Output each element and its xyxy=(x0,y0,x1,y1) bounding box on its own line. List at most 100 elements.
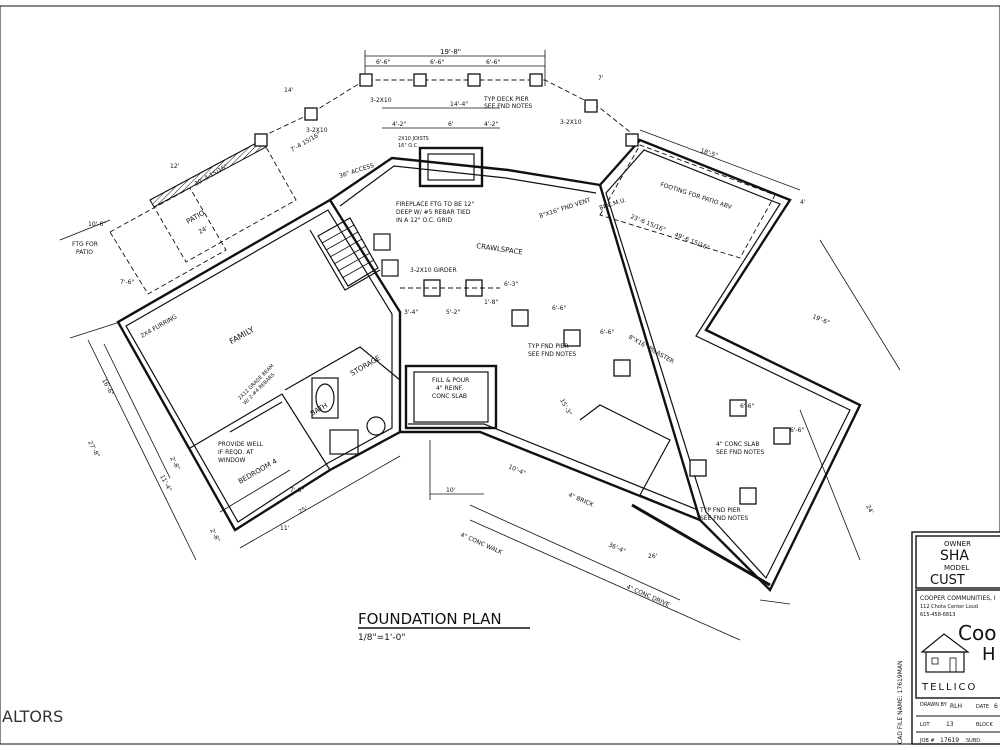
tb-company: COOPER COMMUNITIES, I xyxy=(920,595,996,602)
girder-label: 3-2X10 GIRDER xyxy=(410,267,457,274)
tzx10-label-a: 3-2X10 xyxy=(370,97,392,104)
tb-job: 17619 xyxy=(940,737,959,744)
dim-l11: 2'-8" xyxy=(168,456,181,472)
dimension-lines xyxy=(59,107,901,641)
dim-c9: 10'-4" xyxy=(507,463,527,477)
family-label: FAMILY xyxy=(228,325,256,346)
dim-l4: 12' xyxy=(170,163,180,170)
dim-l5: 10'-6" xyxy=(88,221,106,228)
tb-date: 6 xyxy=(994,703,998,710)
dim-top-a: 6'-6" xyxy=(376,59,390,66)
dim-r8: 7' xyxy=(598,75,604,82)
dim-l10: 11'-4" xyxy=(158,474,173,493)
dim-r4: 19'-6" xyxy=(811,313,831,326)
dim-top-b: 6'-6" xyxy=(430,59,444,66)
foundation-piers xyxy=(423,279,791,505)
watermark-text: ALTORS xyxy=(2,707,63,726)
dim-r2: 23'-6 15/16" xyxy=(629,213,666,234)
fill-pour-note: FILL & POUR 4" REINF. CONC SLAB xyxy=(432,377,471,400)
dim-l7: 7'-6" xyxy=(120,279,134,286)
dim-top: 19'-8" xyxy=(440,48,461,56)
room-labels: FAMILY CRAWLSPACE STORAGE BATH BEDROOM 4… xyxy=(140,97,734,609)
bath-fixtures xyxy=(311,377,386,455)
access-label: 36" ACCESS xyxy=(338,162,375,180)
title-block: OWNER SHA MODEL CUST COOPER COMMUNITIES,… xyxy=(911,531,1000,745)
plan-title-block: FOUNDATION PLAN 1/8"=1'-0" xyxy=(358,610,530,643)
tzx10-label-c: 3-2X10 xyxy=(306,127,328,134)
dim-c5: 6'-6" xyxy=(552,305,566,312)
ftg-patio-note: FTG FOR PATIO xyxy=(72,241,100,256)
crawlspace-label: CRAWLSPACE xyxy=(476,242,524,256)
cad-file-note: CAD FILE NAME: 17619MAN xyxy=(897,661,904,744)
plan-scale: 1/8"=1'-0" xyxy=(358,633,405,643)
dim-r7: 24' xyxy=(864,504,875,516)
tb-logo-text: Coo xyxy=(958,621,996,645)
dim-l15: 11' xyxy=(280,525,290,532)
tb-drawn-label: DRAWN BY xyxy=(920,702,948,708)
dim-l14: 25' xyxy=(298,505,310,516)
plan-title: FOUNDATION PLAN xyxy=(358,610,502,628)
dim-l1: 14' xyxy=(284,87,294,94)
tb-subd-label: SUBD. xyxy=(966,738,982,744)
house-logo-icon xyxy=(920,633,970,673)
typ-deck-pier-note: TYP DECK PIER SEE FND NOTES xyxy=(483,96,532,110)
tb-owner: SHA xyxy=(940,548,969,564)
typ-fnd-pier-note: TYP FND PIER SEE FND NOTES xyxy=(527,343,576,358)
dim-c4: 6'-3" xyxy=(504,281,518,288)
dim-fp-d: 14'-4" xyxy=(450,101,468,108)
dim-l6: 24' xyxy=(198,225,210,236)
dim-r1: 18'-5" xyxy=(699,147,719,159)
right-wing-walls xyxy=(579,138,862,593)
grade-beam-note: 2X12 GRADE BEAM W/ 2-#4 REBARS xyxy=(237,362,281,406)
tb-job-label: JOB # xyxy=(919,738,935,744)
brick-label: 4" BRICK xyxy=(567,491,595,509)
dim-c8: 10' xyxy=(446,487,456,494)
cmu-label: 8" C.M.U. xyxy=(598,197,627,212)
patio-label: PATIO xyxy=(185,209,207,226)
dim-l9: 27'-8" xyxy=(86,440,101,459)
tb-model-header: MODEL xyxy=(944,564,969,572)
dim-c6: 6'-6" xyxy=(600,329,614,336)
dim-l8: 16'-6" xyxy=(100,378,115,397)
typ-fnd-pier-note-2: TYP FND PIER SEE FND NOTES xyxy=(699,507,748,522)
tb-date-label: DATE xyxy=(976,704,989,710)
footing-patio-label: FOOTING FOR PATIO ABV xyxy=(659,181,733,211)
patio-outline xyxy=(109,139,297,295)
dim-l12: 2'-8" xyxy=(208,528,221,544)
fnd-vent-label: 8"X16" FND VENT xyxy=(538,197,591,220)
dim-fp-c: 4'-2" xyxy=(484,121,498,128)
tb-lot: 13 xyxy=(946,721,954,728)
furring-label: 2X4 FURRING xyxy=(140,313,179,340)
dim-top-c: 6'-6" xyxy=(486,59,500,66)
joists-label-a: 2X10 JOISTS xyxy=(398,136,429,142)
well-note: PROVIDE WELL IF REQD. AT WINDOW xyxy=(218,441,265,464)
fireplace-note: FIREPLACE FTG TO BE 12" DEEP W/ #5 REBAR… xyxy=(396,201,476,224)
tb-lot-label: LOT xyxy=(920,722,931,728)
conc-slab-note: 4" CONC SLAB SEE FND NOTES xyxy=(716,441,764,456)
tb-address: 112 Chota Center Loud xyxy=(920,604,978,610)
center-walls xyxy=(329,146,701,522)
storage-label: STORAGE xyxy=(349,354,382,378)
tb-logo-text-2: H xyxy=(982,644,996,665)
dim-r6: 6'-6" xyxy=(790,427,804,434)
tzx10-label-b: 3-2X10 xyxy=(560,119,582,126)
tb-owner-header: OWNER xyxy=(944,540,971,548)
conc-drive-label: 4" CONC DRIVE xyxy=(625,583,670,608)
tb-model: CUST xyxy=(930,573,965,588)
dim-c11: 26' xyxy=(648,553,658,560)
tb-drawn: RLH xyxy=(950,703,962,710)
dim-r5: 6'-6" xyxy=(740,403,754,410)
dim-c2: 5'-2" xyxy=(446,309,460,316)
tb-town: TELLICO xyxy=(921,682,977,693)
dim-r9: 4' xyxy=(800,199,806,206)
dimension-texts: 19'-8" 6'-6" 6'-6" 6'-6" 4'-2" 6' 4'-2" … xyxy=(86,48,875,560)
dim-c10: 36'-4" xyxy=(607,541,627,555)
sheet-border xyxy=(0,5,1000,745)
conc-walk-label: 4" CONC WALK xyxy=(459,531,504,556)
dim-c7: 15'-3" xyxy=(558,398,573,417)
dim-l2: 7'-4 15/16" xyxy=(290,131,323,154)
dim-c3: 1'-8" xyxy=(484,299,498,306)
stairs xyxy=(317,217,379,287)
deck-piers xyxy=(254,73,639,147)
